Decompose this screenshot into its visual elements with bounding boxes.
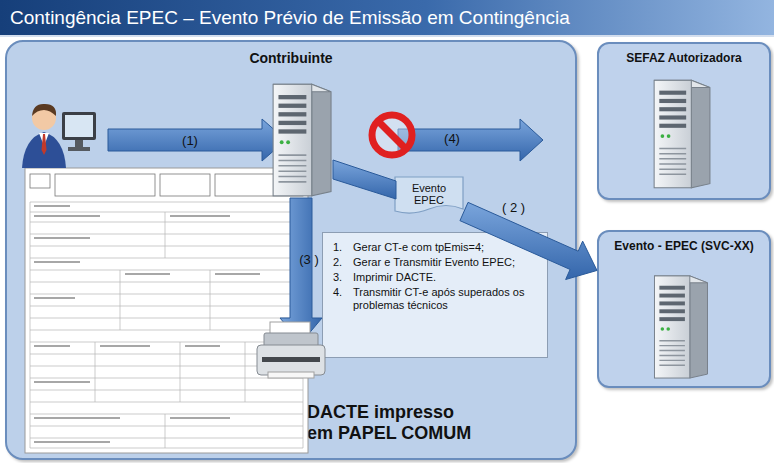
step-text: Transmitir CT-e após superados os proble… <box>353 286 541 312</box>
title-text: Contingência EPEC – Evento Prévio de Emi… <box>10 7 570 29</box>
callout-number: (1) <box>182 133 198 148</box>
step-number: 1. <box>333 241 353 254</box>
steps-box: 1.Gerar CT-e com tpEmis=4;2.Gerar e Tran… <box>322 232 548 358</box>
authorizer-box: SEFAZ Autorizadora <box>597 42 771 200</box>
step-text: Gerar CT-e com tpEmis=4; <box>353 241 541 254</box>
document-shape <box>395 177 463 213</box>
box-heading: Evento - EPEC (SVC-XX) <box>599 239 769 253</box>
connector-label: ( 2 ) <box>502 200 525 215</box>
step-number: 4. <box>333 286 353 312</box>
callout-number: (4) <box>444 131 460 146</box>
step-number: 3. <box>333 271 353 284</box>
document-text: Evento EPEC <box>404 182 454 211</box>
step-text: Imprimir DACTE. <box>353 271 541 284</box>
epec-service-box: Evento - EPEC (SVC-XX) <box>597 230 771 388</box>
event-document: Evento EPEC <box>394 176 464 216</box>
taxpayer-box: ContribuinteDACTE impresso em PAPEL COMU… <box>5 40 577 460</box>
box-heading: Contribuinte <box>7 50 575 66</box>
box-heading: SEFAZ Autorizadora <box>599 51 769 65</box>
note-text: DACTE impresso em PAPEL COMUM <box>307 402 483 444</box>
step-text: Gerar e Transmitir Evento EPEC; <box>353 256 541 269</box>
callout-number: (3 ) <box>299 252 319 267</box>
title-bar: Contingência EPEC – Evento Prévio de Emi… <box>0 0 774 37</box>
step-number: 2. <box>333 256 353 269</box>
